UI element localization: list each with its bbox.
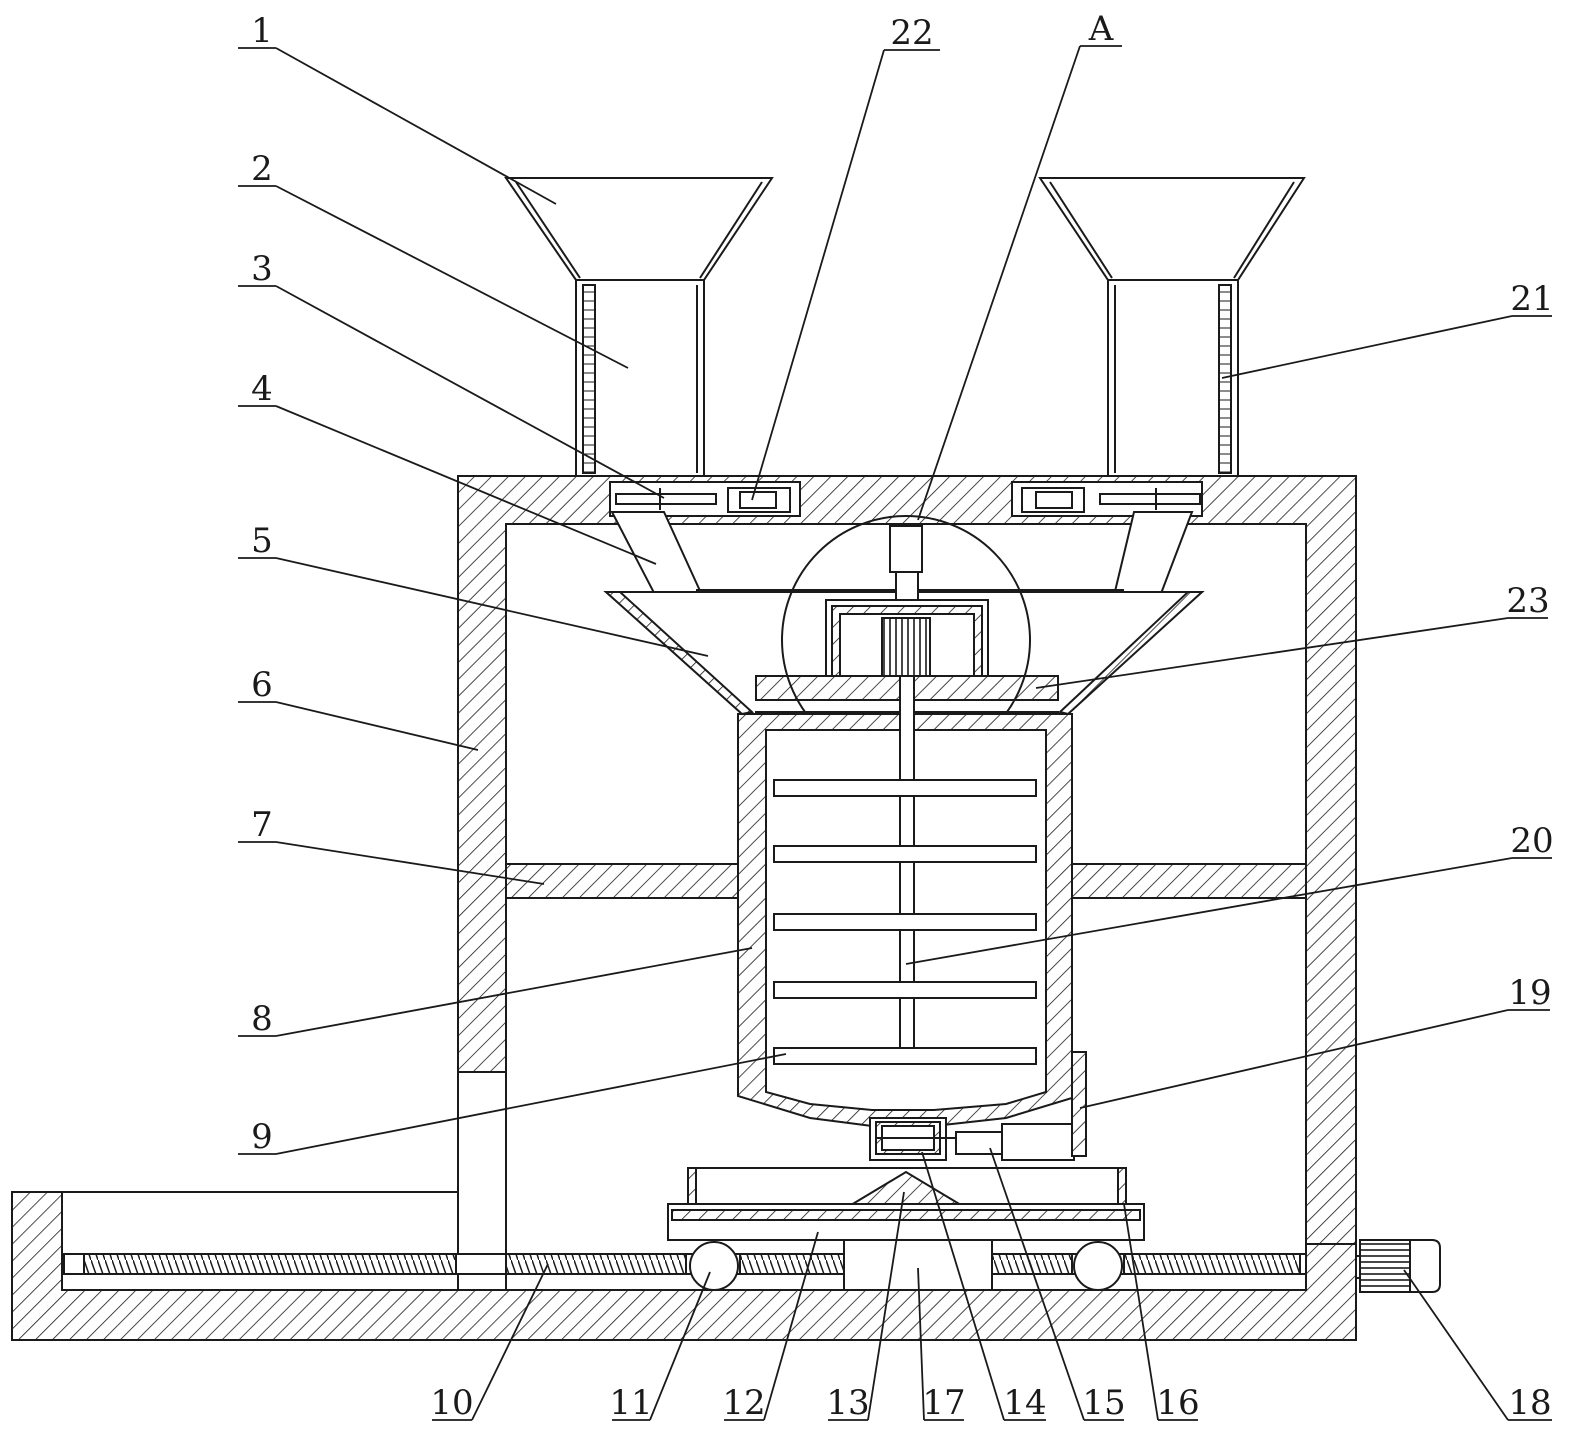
label-9: 9 [251,1117,273,1157]
discharge-valve [869,1117,1075,1161]
stirring-shaft [899,675,915,1063]
label-11: 11 [609,1383,652,1423]
label-7: 7 [251,805,273,845]
label-8: 8 [251,999,273,1039]
label-6: 6 [251,665,273,705]
label-5: 5 [251,521,273,561]
label-4: 4 [251,369,273,409]
label-2: 2 [251,149,273,189]
left-feed-tube [575,279,705,477]
right-valve [1021,487,1201,513]
stir-motor [881,617,931,677]
label-10: 10 [430,1383,473,1423]
label-1: 1 [251,11,273,51]
drive-motor [1355,1239,1441,1293]
label-A: A [1088,9,1114,49]
label-12: 12 [722,1383,765,1423]
label-3: 3 [251,249,273,289]
wheels [689,1241,1123,1291]
support-plate [505,863,1307,899]
receiving-tray [667,1167,1145,1241]
label-17: 17 [922,1383,965,1423]
right-hopper [1038,177,1306,281]
left-valve [615,487,791,513]
leader-lines [238,45,1552,1421]
label-15: 15 [1082,1383,1125,1423]
label-21: 21 [1510,279,1553,319]
label-20: 20 [1510,821,1553,861]
motor-housing [825,525,989,677]
stirring-blades [773,779,1037,1065]
label-22: 22 [890,13,933,53]
label-16: 16 [1156,1383,1199,1423]
left-hopper [504,177,774,281]
label-14: 14 [1003,1383,1046,1423]
part-labels: 1 2 3 4 5 6 7 8 9 22 A 21 23 20 19 10 11… [251,9,1553,1423]
label-13: 13 [826,1383,869,1423]
label-19: 19 [1508,973,1551,1013]
lead-screw [63,1253,1307,1275]
motor-bracket [1071,1051,1087,1157]
label-18: 18 [1508,1383,1551,1423]
right-feed-tube [1107,279,1239,477]
label-23: 23 [1506,581,1549,621]
